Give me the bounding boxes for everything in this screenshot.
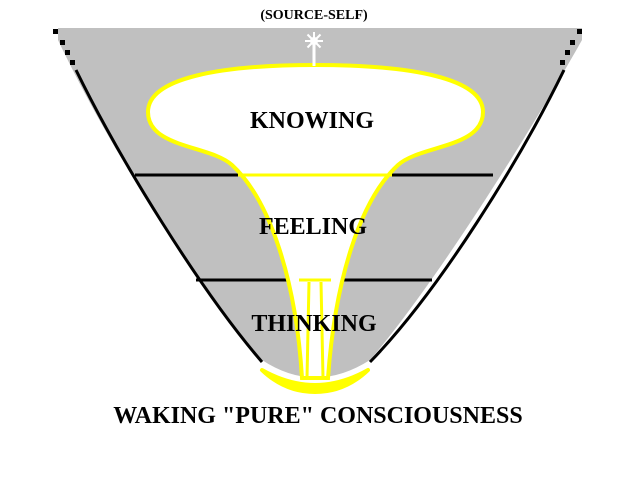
channel-inner-line-right (319, 281, 325, 379)
funnel-left-edge (74, 69, 264, 363)
funnel-left-rim-dots (53, 29, 75, 65)
sunburst-icon (305, 32, 323, 50)
consciousness-pool (260, 368, 370, 394)
layer-label-thinking: THINKING (251, 311, 377, 337)
source-self-label: (SOURCE-SELF) (260, 8, 368, 23)
layer-label-knowing: KNOWING (250, 108, 374, 134)
channel-inner-line-left (305, 281, 311, 379)
waking-consciousness-label: WAKING "PURE" CONSCIOUSNESS (113, 403, 522, 429)
layer-label-feeling: FEELING (259, 214, 367, 240)
funnel-right-edge (368, 69, 566, 364)
inner-channel (145, 62, 486, 380)
funnel-right-rim-dots (560, 29, 582, 65)
